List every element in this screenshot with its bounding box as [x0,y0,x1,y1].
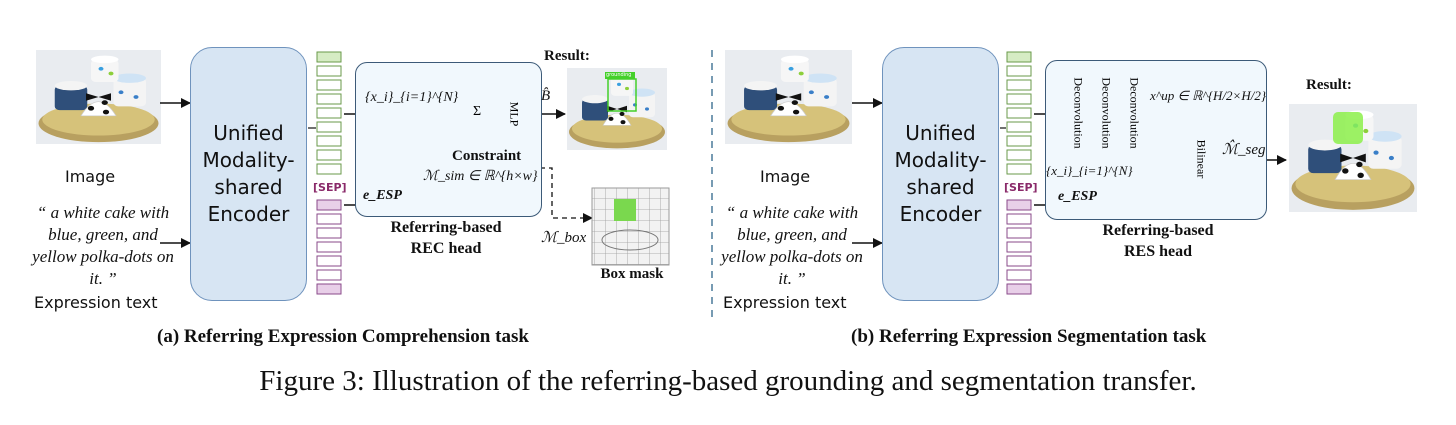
deconv-label-2: Deconvolution [1099,77,1114,149]
xup-label: x^up ∈ ℝ^{H/2×H/2} [1150,88,1267,103]
result-image-a [566,67,668,151]
input-image-b [724,49,853,145]
caption-panel-a: (a) Referring Expression Comprehension t… [157,326,529,347]
sep-token-a: [SEP] [313,181,347,194]
encoder-a-line1: Unified [213,121,284,145]
rec-head-box [355,62,542,217]
b-hat-label: B̂ [541,88,551,104]
image-label-a: Image [65,167,116,186]
sim-label-a: ℳ_sim ∈ ℝ^{h×w} [423,169,538,184]
esp-label-a: e_ESP [363,188,402,203]
encoder-block-a: Unified Modality- shared Encoder [190,47,307,301]
box-mask-label: Box mask [600,266,664,282]
expression-label-a: Expression text [34,293,158,312]
encoder-a-line3: shared [214,175,283,199]
encoder-a-line4: Encoder [207,202,290,226]
encoder-block-b: Unified Modality- shared Encoder [882,47,999,301]
constraint-label: Constraint [452,148,522,164]
image-label-b: Image [760,167,811,186]
token-column-b [1006,51,1032,295]
mlp-label: MLP [507,101,522,127]
segmentation-mask [1333,112,1363,144]
sep-token-b: [SEP] [1004,181,1038,194]
encoder-b-line4: Encoder [899,202,982,226]
tokens-label-a: {x_i}_{i=1}^{N} [365,90,459,105]
rec-head-line1: Referring-based [390,219,502,236]
deconv-label-3: Deconvolution [1127,77,1142,149]
encoder-b-line3: shared [906,175,975,199]
caption-panel-b: (b) Referring Expression Segmentation ta… [851,326,1207,347]
token-column-a [316,51,342,295]
encoder-b-line1: Unified [905,121,976,145]
res-head-line1: Referring-based [1102,222,1214,239]
expression-label-b: Expression text [723,293,847,312]
box-mask-grid [591,187,670,266]
input-image-a [35,49,162,145]
result-label-b: Result: [1306,77,1352,93]
figure-caption: Figure 3: Illustration of the referring-… [259,365,1197,397]
rec-head-line2: REC head [410,240,482,257]
grounding-tag: grounding [606,72,632,78]
result-label-a: Result: [544,48,590,64]
quote-text-a: “ a white cake with blue, green, and yel… [32,203,174,288]
tokens-label-b: {x_i}_{i=1}^{N} [1046,163,1133,178]
res-head-line2: RES head [1123,243,1193,260]
esp-label-b: e_ESP [1058,189,1097,204]
m-box-label: ℳ_box [541,230,587,246]
sum-symbol: Σ [473,104,482,119]
quote-text-b: “ a white cake with blue, green, and yel… [721,203,863,288]
res-head-box [1045,60,1267,220]
encoder-b-line2: Modality- [894,148,987,172]
m-seg-label: ℳ̂_seg [1222,142,1266,158]
bilinear-label: Bilinear [1194,139,1209,179]
encoder-a-line2: Modality- [202,148,295,172]
deconv-label-1: Deconvolution [1071,77,1086,149]
